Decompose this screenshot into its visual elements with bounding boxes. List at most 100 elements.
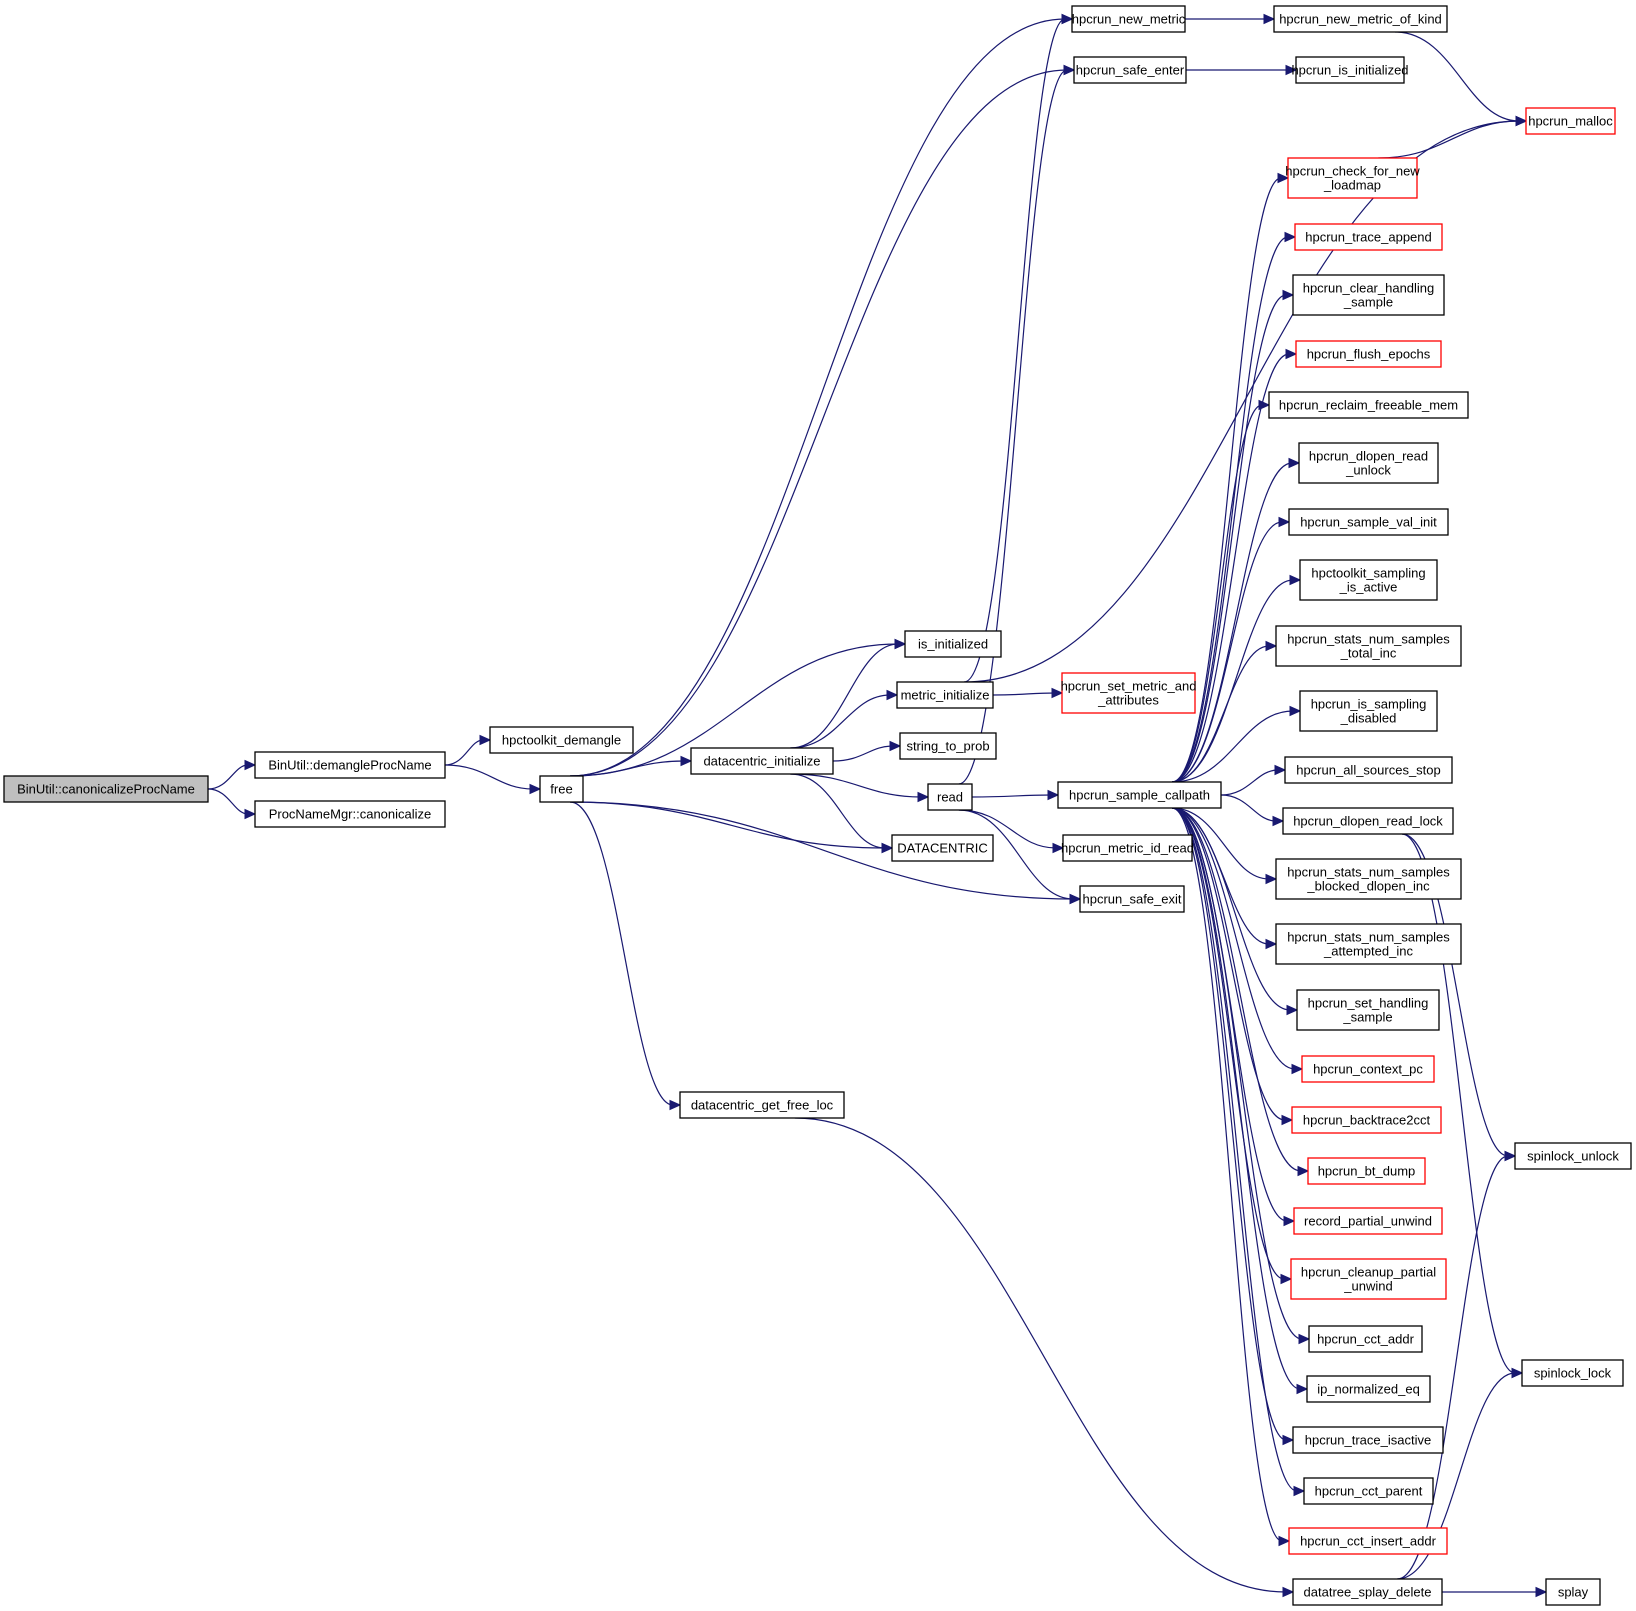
node-safe-enter[interactable]: hpcrun_safe_enter xyxy=(1073,56,1187,84)
node-stats-total[interactable]: hpcrun_stats_num_samples_total_inc xyxy=(1275,625,1462,667)
node-label: ProcNameMgr::canonicalize xyxy=(269,807,432,822)
node-dlopen-unlock[interactable]: hpcrun_dlopen_read_unlock xyxy=(1298,442,1439,484)
node-label: ip_normalized_eq xyxy=(1317,1382,1420,1397)
node-new-metric[interactable]: hpcrun_new_metric xyxy=(1071,5,1186,33)
node-box xyxy=(1073,56,1187,84)
node-new-metric-kind[interactable]: hpcrun_new_metric_of_kind xyxy=(1273,5,1448,33)
arrowhead-icon xyxy=(1063,64,1076,76)
arrowhead-icon xyxy=(1281,1114,1294,1126)
edge-new-metric-kind-to-malloc xyxy=(1395,31,1520,122)
edge-demangle-proc-name-to-hpc-demangle xyxy=(444,739,484,766)
node-spin-lock[interactable]: spinlock_lock xyxy=(1521,1359,1624,1387)
edge-sample-callpath-to-record-partial xyxy=(1172,807,1288,1222)
edge-dc-init-to-metric-init xyxy=(790,694,891,749)
node-trace-append[interactable]: hpcrun_trace_append xyxy=(1294,223,1443,251)
node-label: hpctoolkit_sampling xyxy=(1311,566,1425,581)
edge-sample-callpath-to-cct-parent xyxy=(1172,807,1298,1492)
arrowhead-icon xyxy=(917,791,930,803)
node-label: _sample xyxy=(1342,1010,1392,1025)
edge-free-to-safe-exit xyxy=(570,801,1074,900)
node-label: hpcrun_cleanup_partial xyxy=(1301,1265,1436,1280)
node-pnm-canon[interactable]: ProcNameMgr::canonicalize xyxy=(254,800,446,828)
node-box xyxy=(1303,1477,1434,1505)
node-demangle-proc-name[interactable]: BinUtil::demangleProcName xyxy=(254,751,446,779)
node-hpc-demangle[interactable]: hpctoolkit_demangle xyxy=(489,726,634,754)
edge-sample-callpath-to-sources-stop xyxy=(1220,769,1279,796)
arrowhead-icon xyxy=(889,740,902,752)
node-sample-callpath[interactable]: hpcrun_sample_callpath xyxy=(1057,781,1222,809)
node-sampling-disabled[interactable]: hpcrun_is_sampling_disabled xyxy=(1299,690,1438,732)
node-str-to-prob[interactable]: string_to_prob xyxy=(899,732,997,760)
arrowhead-icon xyxy=(1051,687,1064,699)
node-label: _blocked_dlopen_inc xyxy=(1306,879,1430,894)
node-datacentric[interactable]: DATACENTRIC xyxy=(891,834,994,862)
node-label: hpcrun_check_for_new xyxy=(1285,164,1420,179)
node-box xyxy=(254,800,446,828)
node-reclaim[interactable]: hpcrun_reclaim_freeable_mem xyxy=(1268,391,1469,419)
node-stats-blocked[interactable]: hpcrun_stats_num_samples_blocked_dlopen_… xyxy=(1275,858,1462,900)
node-flush-epochs[interactable]: hpcrun_flush_epochs xyxy=(1295,340,1442,368)
edge-sample-callpath-to-backtrace2cct xyxy=(1172,807,1286,1121)
node-free[interactable]: free xyxy=(539,775,584,803)
node-box xyxy=(1287,157,1418,199)
node-label: hpcrun_stats_num_samples xyxy=(1287,632,1450,647)
node-is-init[interactable]: is_initialized xyxy=(904,630,1002,658)
node-label: splay xyxy=(1558,1585,1589,1600)
node-label: _unlock xyxy=(1345,463,1391,478)
node-sampling-active[interactable]: hpctoolkit_sampling_is_active xyxy=(1299,559,1438,601)
node-label: spinlock_unlock xyxy=(1527,1149,1619,1164)
node-record-partial[interactable]: record_partial_unwind xyxy=(1293,1207,1443,1235)
edge-read-to-safe-enter xyxy=(958,69,1068,785)
node-box xyxy=(1294,223,1443,251)
node-cct-insert-addr[interactable]: hpcrun_cct_insert_addr xyxy=(1288,1527,1448,1555)
node-cct-parent[interactable]: hpcrun_cct_parent xyxy=(1303,1477,1434,1505)
node-safe-exit[interactable]: hpcrun_safe_exit xyxy=(1079,885,1185,913)
node-check-loadmap[interactable]: hpcrun_check_for_new_loadmap xyxy=(1285,157,1420,199)
node-bt-dump[interactable]: hpcrun_bt_dump xyxy=(1307,1157,1426,1185)
edge-read-to-metric-id-read xyxy=(958,809,1057,849)
node-label: hpcrun_is_sampling xyxy=(1311,697,1427,712)
node-set-handling[interactable]: hpcrun_set_handling_sample xyxy=(1296,989,1440,1031)
node-label: hpcrun_reclaim_freeable_mem xyxy=(1279,398,1458,413)
node-trace-is-active[interactable]: hpcrun_trace_isactive xyxy=(1292,1426,1444,1454)
node-context-pc[interactable]: hpcrun_context_pc xyxy=(1301,1055,1435,1083)
node-cct-addr[interactable]: hpcrun_cct_addr xyxy=(1308,1325,1423,1353)
edge-free-to-dc-init xyxy=(570,760,685,777)
node-clear-handling[interactable]: hpcrun_clear_handling_sample xyxy=(1292,274,1445,316)
node-set-metric[interactable]: hpcrun_set_metric_and_attributes xyxy=(1061,672,1197,714)
node-is-initialized[interactable]: hpcrun_is_initialized xyxy=(1291,56,1409,84)
node-box xyxy=(1301,1055,1435,1083)
edge-sample-callpath-to-stats-blocked xyxy=(1172,807,1270,880)
node-box xyxy=(1288,508,1449,536)
edge-demangle-proc-name-to-free xyxy=(444,764,534,790)
node-dc-get-free-loc[interactable]: datacentric_get_free_loc xyxy=(679,1091,845,1119)
node-label: hpctoolkit_demangle xyxy=(502,733,621,748)
node-dlopen-lock[interactable]: hpcrun_dlopen_read_lock xyxy=(1282,807,1454,835)
node-sample-val-init[interactable]: hpcrun_sample_val_init xyxy=(1288,508,1449,536)
node-label: hpcrun_flush_epochs xyxy=(1307,347,1431,362)
arrowhead-icon xyxy=(1298,1333,1311,1345)
arrowhead-icon xyxy=(1293,1485,1306,1497)
node-sources-stop[interactable]: hpcrun_all_sources_stop xyxy=(1284,756,1453,784)
node-dc-init[interactable]: datacentric_initialize xyxy=(690,747,834,775)
node-splay-delete[interactable]: datatree_splay_delete xyxy=(1292,1578,1443,1606)
node-metric-init[interactable]: metric_initialize xyxy=(896,681,994,709)
node-label: string_to_prob xyxy=(906,739,989,754)
node-box xyxy=(1284,756,1453,784)
node-stats-attempted[interactable]: hpcrun_stats_num_samples_attempted_inc xyxy=(1275,923,1462,965)
node-ip-norm-eq[interactable]: ip_normalized_eq xyxy=(1306,1375,1431,1403)
node-label: _unwind xyxy=(1343,1279,1392,1294)
node-cleanup-partial[interactable]: hpcrun_cleanup_partial_unwind xyxy=(1290,1258,1447,1300)
node-malloc[interactable]: hpcrun_malloc xyxy=(1525,107,1616,135)
node-box xyxy=(1307,1157,1426,1185)
node-metric-id-read[interactable]: hpcrun_metric_id_read xyxy=(1061,834,1194,862)
node-box xyxy=(1275,923,1462,965)
node-backtrace2cct[interactable]: hpcrun_backtrace2cct xyxy=(1291,1106,1442,1134)
arrowhead-icon xyxy=(1265,938,1278,950)
edge-sample-callpath-to-sample-val-init xyxy=(1172,521,1283,783)
node-splay[interactable]: splay xyxy=(1545,1578,1601,1606)
node-box xyxy=(891,834,994,862)
node-spin-unlock[interactable]: spinlock_unlock xyxy=(1514,1142,1632,1170)
node-canon[interactable]: BinUtil::canonicalizeProcName xyxy=(3,775,209,803)
node-read[interactable]: read xyxy=(927,783,973,811)
